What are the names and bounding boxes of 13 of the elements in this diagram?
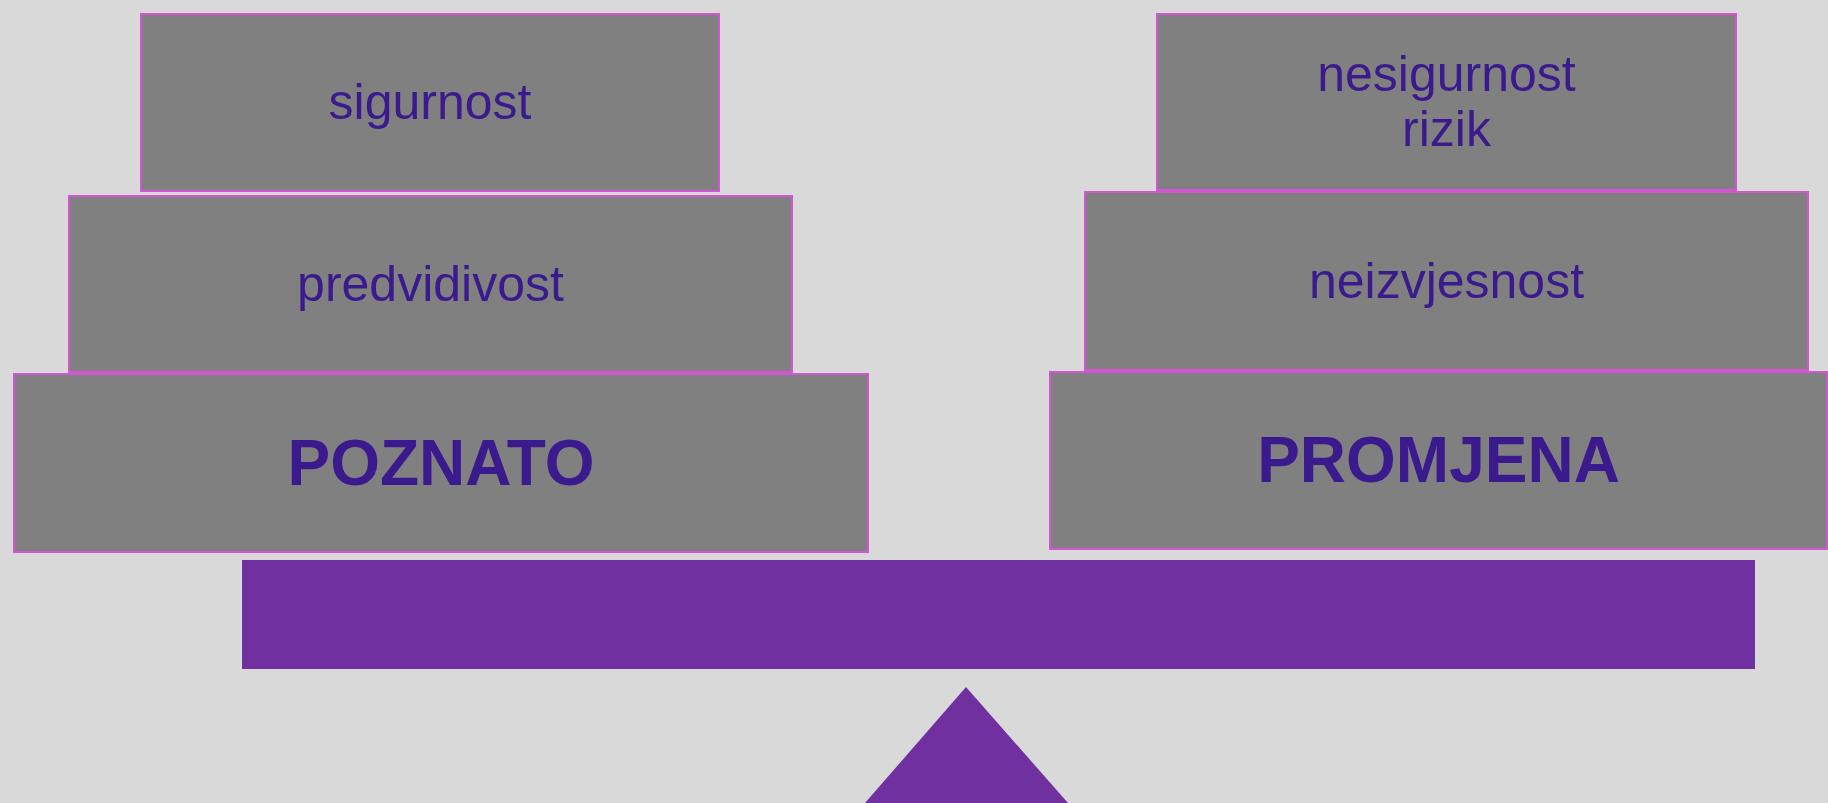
block-title: PROMJENA — [1257, 425, 1620, 496]
block-label: sigurnost — [328, 75, 532, 130]
block-title: POZNATO — [287, 427, 595, 499]
block-label: nesigurnost — [1317, 47, 1576, 102]
stack-block — [1156, 13, 1737, 191]
block-label: neizvjesnost — [1308, 253, 1585, 309]
stack-block — [1049, 371, 1828, 550]
stack-block — [68, 195, 793, 373]
stack-block — [13, 373, 869, 553]
stack-block — [140, 13, 720, 192]
block-label: rizik — [1402, 102, 1491, 157]
block-label: predvidivost — [297, 256, 564, 312]
stack-block — [1084, 191, 1809, 371]
